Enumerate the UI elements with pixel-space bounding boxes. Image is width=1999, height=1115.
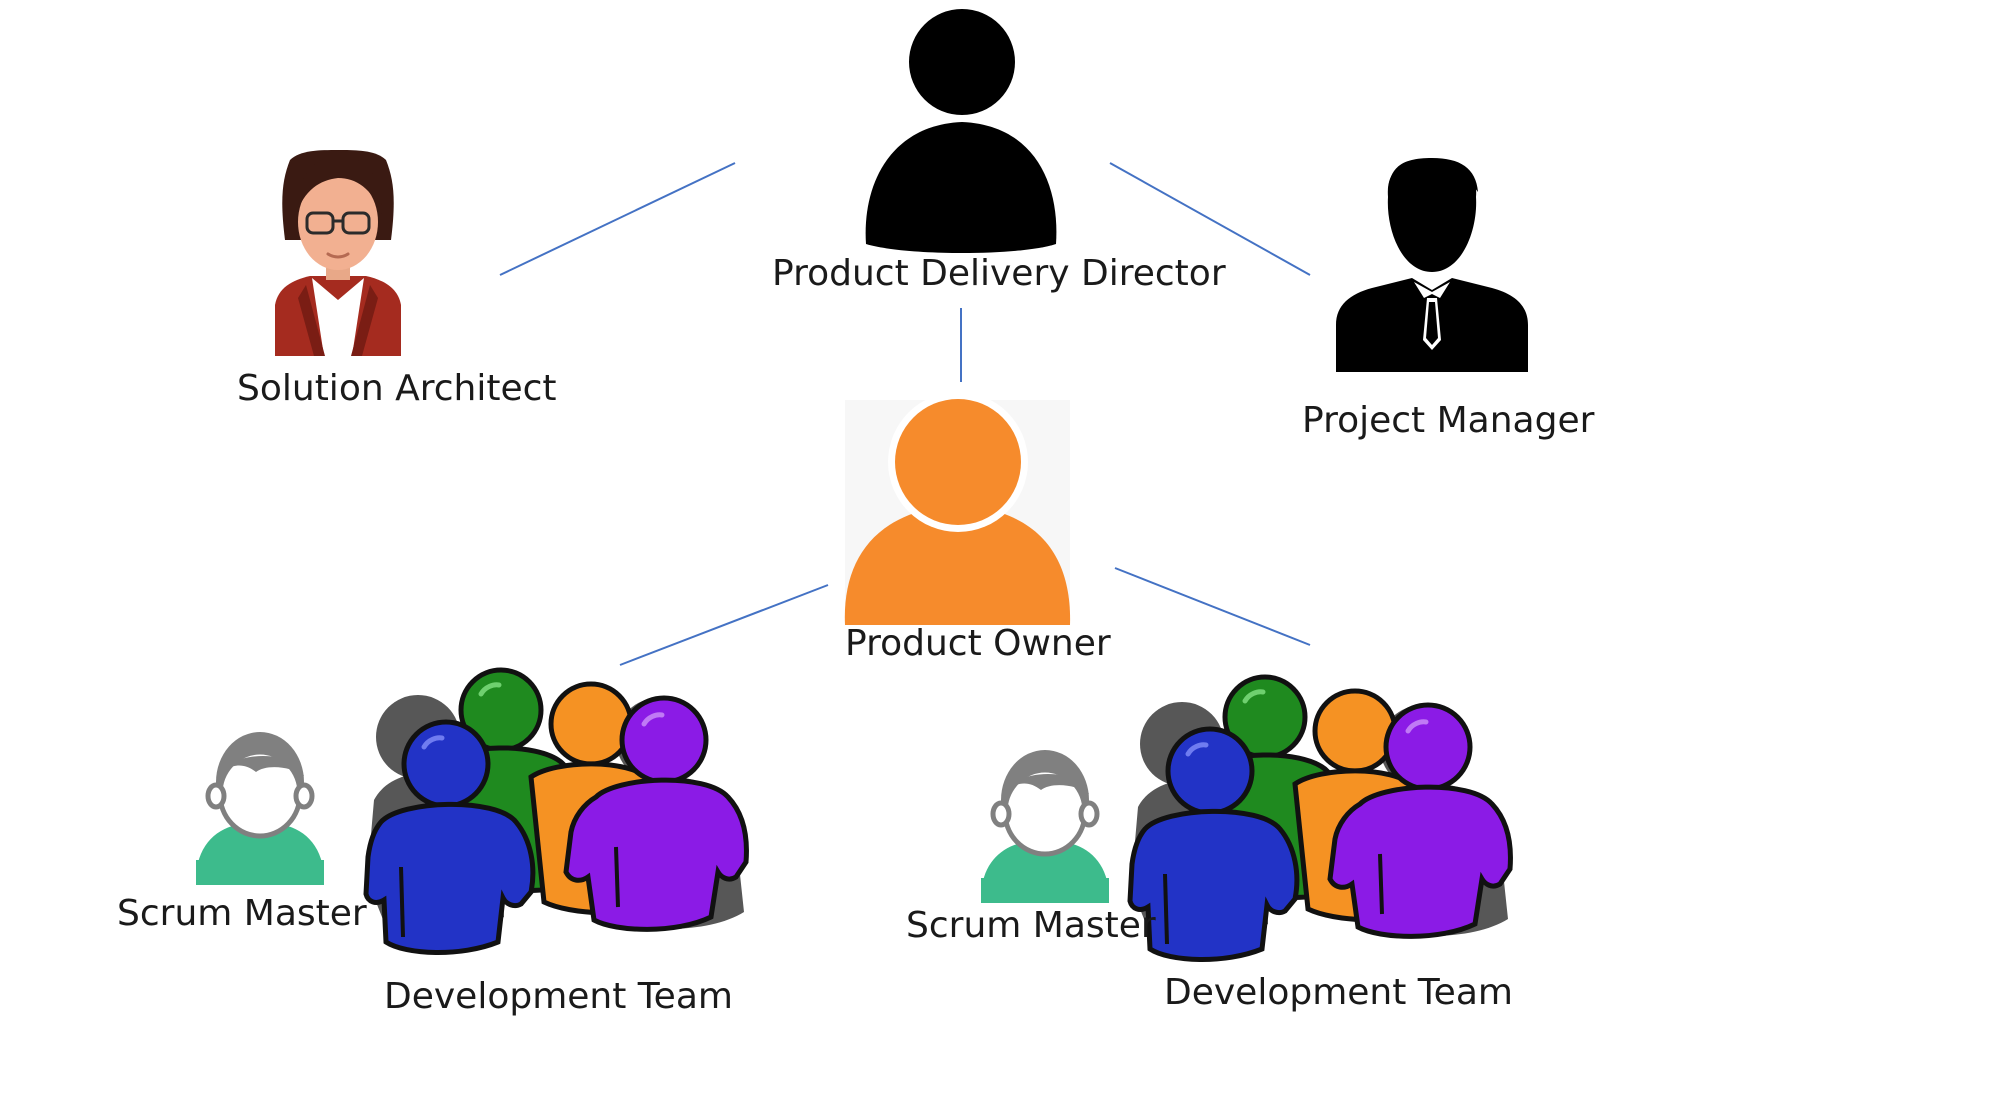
person-icon: [865, 9, 1057, 253]
architect-label: Solution Architect: [237, 368, 557, 409]
user-avatar-icon: [196, 732, 324, 885]
connector-director-architect: [499, 162, 736, 276]
connector-lines: [499, 162, 1311, 666]
connector-owner-team-left: [619, 584, 829, 666]
user-avatar-icon: [981, 750, 1109, 903]
director-label: Product Delivery Director: [772, 253, 1226, 294]
businessman-icon: [1336, 158, 1528, 372]
scrum-master-right-label: Scrum Master: [906, 905, 1156, 946]
scrum-master-left-label: Scrum Master: [117, 893, 367, 934]
connector-owner-team-right: [1114, 567, 1311, 646]
person-icon: [844, 392, 1071, 625]
group-of-people-icon: [366, 670, 746, 953]
group-of-people-icon: [1130, 677, 1510, 960]
manager-label: Project Manager: [1302, 400, 1595, 441]
dev-team-right-label: Development Team: [1164, 972, 1513, 1013]
connector-director-manager: [1109, 162, 1311, 276]
owner-label: Product Owner: [845, 623, 1111, 664]
dev-team-left-label: Development Team: [384, 976, 733, 1017]
woman-with-glasses-icon: [275, 150, 401, 356]
